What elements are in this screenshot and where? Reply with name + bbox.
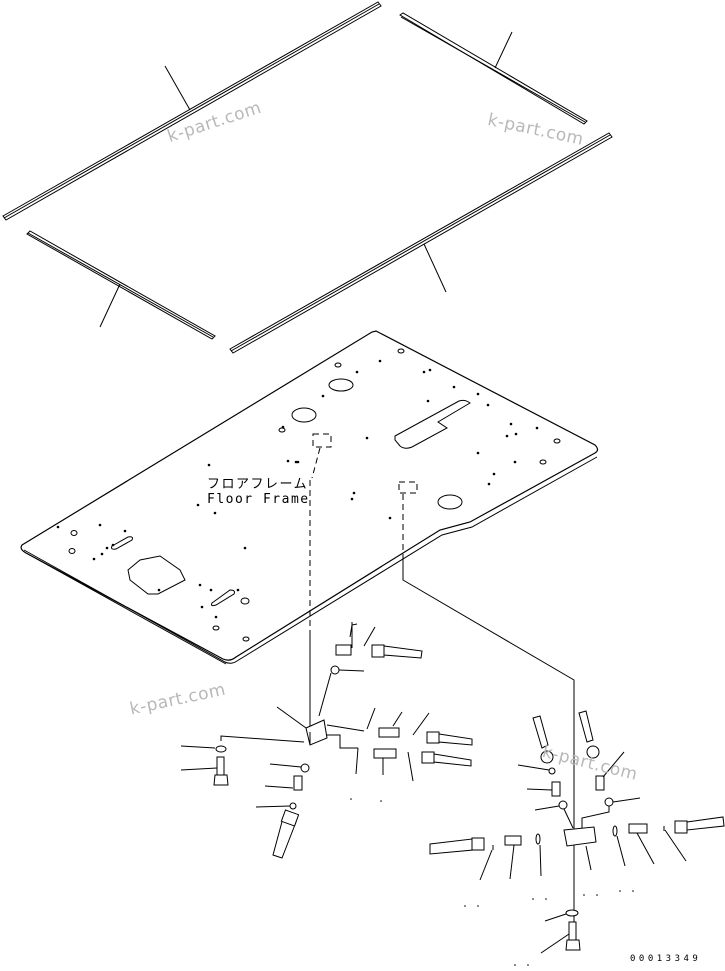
left-block-assembly: [180, 622, 473, 859]
seal-strip-top-left: [2, 1, 382, 221]
drawing-number: 00013349: [630, 954, 702, 964]
plate-bolt-holes: [56, 359, 539, 619]
seal-strip-right: [229, 132, 613, 354]
floor-frame-plate: [20, 330, 599, 665]
right-block-location: [398, 481, 418, 494]
leader-lines: [309, 447, 575, 930]
floor-frame-label-en: Floor Frame: [207, 492, 310, 507]
right-block-assembly: [429, 710, 725, 966]
seal-strip-left: [26, 230, 216, 340]
left-block-location: [312, 433, 332, 448]
floor-frame-label-jp: フロアフレーム: [207, 477, 309, 492]
seal-strip-top-right: [399, 12, 588, 125]
